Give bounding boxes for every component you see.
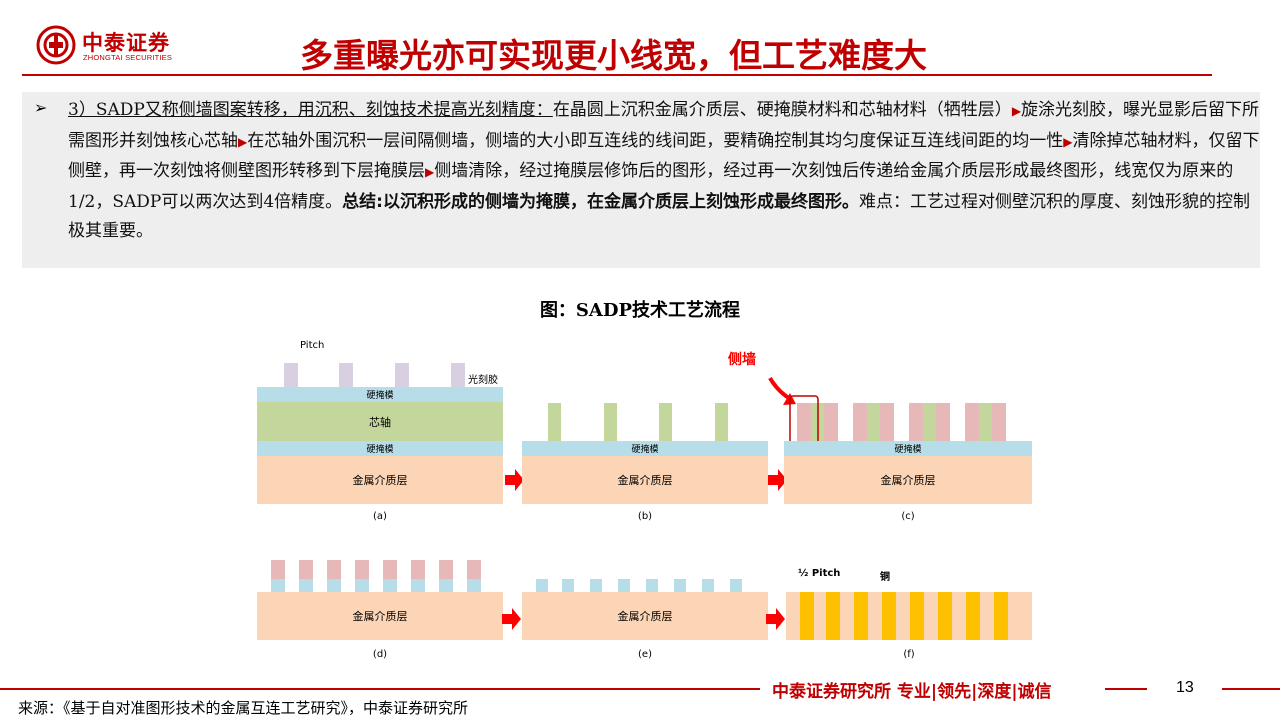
hardmask-label: 硬掩模 xyxy=(894,443,921,455)
metal-dielectric-layer xyxy=(784,456,1032,504)
photoresist-block xyxy=(395,363,409,387)
pitch-label: Pitch xyxy=(300,340,324,351)
hardmask-label: 硬掩模 xyxy=(366,389,393,401)
company-logo: 中泰证券 ZHONGTAI SECURITIES xyxy=(36,25,196,67)
panel-label: (a) xyxy=(373,511,387,522)
half-pitch-label: ½ Pitch xyxy=(798,568,840,579)
metal-dielectric-label: 金属介质层 xyxy=(618,473,673,487)
metal-dielectric-layer xyxy=(257,456,503,504)
bullet-marker: ➢ xyxy=(34,98,48,117)
source-note: 来源：《基于自对准图形技术的金属互连工艺研究》，中泰证券研究所 xyxy=(18,699,469,717)
panel-d: 金属介质层 (d) xyxy=(257,560,503,660)
panel-label: (f) xyxy=(903,649,914,660)
logo-mark-icon xyxy=(36,25,76,65)
photoresist-block xyxy=(451,363,465,387)
summary-text: 3）SADP又称侧墙图案转移，用沉积、刻蚀技术提高光刻精度：在晶圆上沉积金属介质… xyxy=(68,96,1260,247)
panel-label: (e) xyxy=(638,649,652,660)
sadp-process-diagram: Pitch 光刻胶 硬掩模 芯轴 硬掩模 金属介质层 (a) 硬掩模 金属介质层… xyxy=(257,340,1032,660)
copper-label: 铜 xyxy=(880,570,890,583)
mandrel-block xyxy=(659,403,672,441)
header-divider xyxy=(22,74,1212,76)
mandrel-label: 芯轴 xyxy=(369,415,391,429)
hardmask-layer xyxy=(257,441,503,456)
figure-title: 图：SADP技术工艺流程 xyxy=(539,300,741,321)
mandrel-block xyxy=(715,403,728,441)
step-arrow-icon: ▶ xyxy=(1063,134,1073,149)
page-number: 13 xyxy=(1176,679,1194,696)
metal-dielectric-layer xyxy=(522,456,768,504)
summary-box xyxy=(22,92,1260,268)
metal-dielectric-label: 金属介质层 xyxy=(618,609,673,623)
step-arrow-icon: ▶ xyxy=(425,165,435,179)
process-arrow-icon xyxy=(766,608,785,630)
step-arrow-icon: ▶ xyxy=(238,134,248,149)
metal-dielectric-label: 金属介质层 xyxy=(881,473,936,487)
hardmask-layer xyxy=(784,441,1032,456)
photoresist-block xyxy=(284,363,298,387)
difficulty-text: 难点：工艺过程对侧壁沉积的厚度、刻蚀形貌的控制极其重要。 xyxy=(68,191,1250,242)
process-arrow-icon xyxy=(768,469,787,491)
metal-dielectric-layer xyxy=(257,592,503,640)
panel-label: (c) xyxy=(901,511,914,522)
process-arrow-icon xyxy=(505,469,524,491)
photoresist-label: 光刻胶 xyxy=(468,373,498,386)
hardmask-layer xyxy=(257,387,503,402)
logo-english-name: ZHONGTAI SECURITIES xyxy=(83,53,173,62)
panel-a: Pitch 光刻胶 硬掩模 芯轴 硬掩模 金属介质层 (a) xyxy=(257,340,503,522)
process-arrow-icon xyxy=(502,608,521,630)
hardmask-layer xyxy=(522,441,768,456)
panel-label: (d) xyxy=(373,649,387,660)
panel-f: ½ Pitch 铜 (f) xyxy=(786,568,1032,660)
step-arrow-icon: ▶ xyxy=(1011,104,1022,118)
panel-c: 侧墙 硬掩模 金属介质层 (c) xyxy=(728,351,1032,522)
photoresist-block xyxy=(339,363,353,387)
lead-text: 3）SADP又称侧墙图案转移，用沉积、刻蚀技术提高光刻精度： xyxy=(68,100,553,120)
panel-b: 硬掩模 金属介质层 (b) xyxy=(522,403,768,522)
footer-brand: 中泰证券研究所 专业|领先|深度|诚信 xyxy=(772,682,1052,702)
metal-dielectric-label: 金属介质层 xyxy=(353,609,408,623)
step-1-text: 在晶圆上沉积金属介质层、硬掩膜材料和芯轴材料（牺牲层） xyxy=(552,100,1012,120)
footer-divider xyxy=(1105,688,1147,690)
page-title: 多重曝光亦可实现更小线宽，但工艺难度大 xyxy=(300,36,927,75)
hardmask-label: 硬掩模 xyxy=(631,443,658,455)
metal-dielectric-label: 金属介质层 xyxy=(353,473,408,487)
footer-divider xyxy=(0,688,760,690)
mandrel-layer xyxy=(257,402,503,441)
step-5-text: 侧墙清除，经过掩膜层修饰后的图形，经过再一次刻蚀后传递给金属介质层形成最终图形，… xyxy=(68,161,1234,212)
step-3-text: 在芯轴外围沉积一层间隔侧墙，侧墙的大小即互连线的线间距，要精确控制其均匀度保证互… xyxy=(247,130,1064,151)
logo-chinese-name: 中泰证券 xyxy=(82,31,170,55)
step-2-text: 旋涂光刻胶，曝光显影后留下所需图形并刻蚀核心芯轴 xyxy=(68,100,1260,151)
summary-conclusion: 总结:以沉积形成的侧墙为掩膜，在金属介质层上刻蚀形成最终图形。 xyxy=(342,191,859,212)
mandrel-block xyxy=(604,403,617,441)
mandrel-block xyxy=(548,403,561,441)
metal-dielectric-layer xyxy=(522,592,768,640)
panel-label: (b) xyxy=(638,511,652,522)
footer-divider xyxy=(1222,688,1280,690)
hardmask-label: 硬掩模 xyxy=(366,443,393,455)
step-4-text: 清除掉芯轴材料，仅留下侧壁，再一次刻蚀将侧壁图形转移到下层掩膜层 xyxy=(68,130,1260,182)
sidewall-label: 侧墙 xyxy=(728,351,756,368)
panel-e: 金属介质层 (e) xyxy=(522,579,768,660)
